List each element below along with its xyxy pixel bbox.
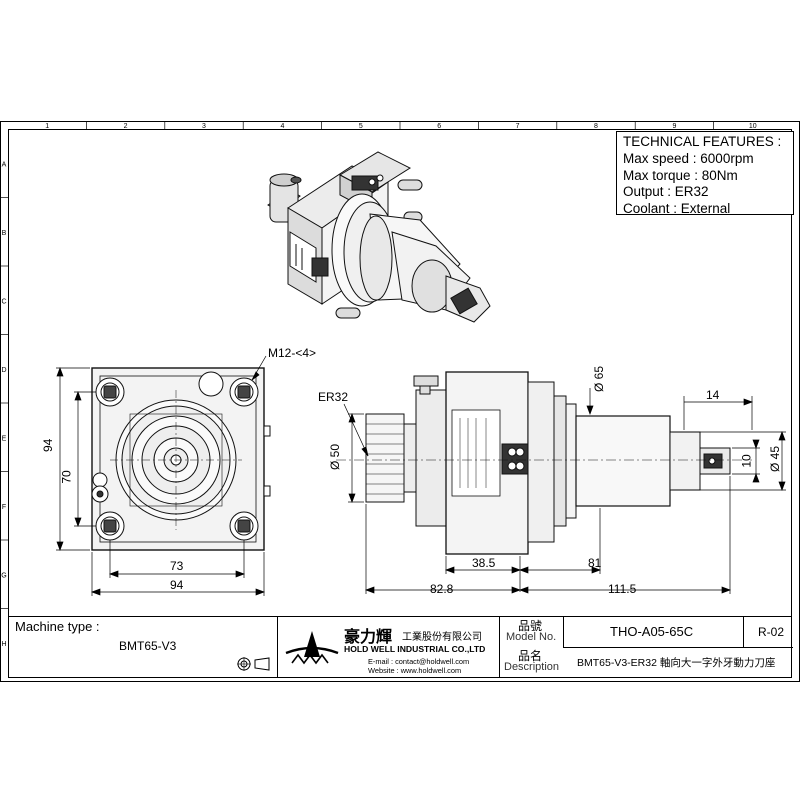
grid-row-label: E bbox=[2, 435, 7, 442]
title-block: Machine type : BMT65-V3 豪力輝 工業股份有限公司 HOL… bbox=[8, 616, 793, 678]
grid-row-label: D bbox=[1, 367, 6, 374]
dim-111-5: 111.5 bbox=[608, 582, 637, 596]
description-cell: BMT65-V3-ER32 軸向大一字外牙動力刀座 bbox=[563, 647, 793, 677]
collet-label: ER32 bbox=[318, 390, 349, 404]
revision: R-02 bbox=[758, 625, 785, 639]
grid-row-label: A bbox=[2, 161, 7, 168]
grid-row-label: F bbox=[2, 504, 6, 511]
dim-10: 10 bbox=[739, 454, 754, 468]
model-number: THO-A05-65C bbox=[610, 624, 694, 639]
grid-column-label: 10 bbox=[749, 123, 757, 130]
description: BMT65-V3-ER32 軸向大一字外牙動力刀座 bbox=[577, 657, 776, 669]
company-website: Website : www.holdwell.com bbox=[368, 666, 462, 675]
machine-type-value: BMT65-V3 bbox=[119, 639, 177, 653]
front-view bbox=[91, 367, 271, 551]
dim-14: 14 bbox=[706, 388, 720, 402]
grid-column-marks: 1 2 3 4 5 6 7 8 9 10 bbox=[45, 121, 757, 130]
grid-column-label: 8 bbox=[594, 123, 598, 130]
machine-type-label: Machine type : bbox=[15, 619, 100, 634]
dim-94-horizontal: 94 bbox=[170, 578, 184, 592]
grid-column-label: 2 bbox=[124, 123, 128, 130]
dim-38-5: 38.5 bbox=[472, 556, 496, 570]
grid-row-label: B bbox=[2, 230, 7, 237]
dim-73: 73 bbox=[170, 559, 184, 573]
grid-column-label: 9 bbox=[672, 123, 676, 130]
grid-row-label: H bbox=[1, 641, 6, 648]
front-view-dimensions bbox=[56, 355, 267, 596]
company-name-cn-suffix: 工業股份有限公司 bbox=[402, 632, 482, 643]
dim-81: 81 bbox=[588, 556, 602, 570]
isometric-view bbox=[267, 151, 491, 323]
grid-column-label: 6 bbox=[437, 123, 441, 130]
grid-row-marks: A B C D E F G H bbox=[0, 161, 8, 648]
grid-column-label: 7 bbox=[516, 123, 520, 130]
dim-94-vertical: 94 bbox=[41, 438, 55, 452]
side-view-dimensions bbox=[343, 388, 786, 594]
company-name-en: HOLD WELL INDUSTRIAL CO.,LTD bbox=[344, 644, 486, 654]
model-label-cn: 品號 bbox=[518, 619, 543, 633]
dim-dia-65: Ø 65 bbox=[592, 365, 607, 393]
feature-coolant: Coolant : External bbox=[623, 201, 731, 217]
company-cell: 豪力輝 工業股份有限公司 HOLD WELL INDUSTRIAL CO.,LT… bbox=[277, 617, 499, 677]
grid-column-label: 5 bbox=[359, 123, 363, 130]
dim-70: 70 bbox=[59, 470, 74, 484]
projection-symbol-icon bbox=[237, 657, 277, 671]
feature-max-torque: Max torque : 80Nm bbox=[623, 167, 738, 183]
desc-label-cn: 品名 bbox=[518, 649, 543, 663]
technical-features-heading: TECHNICAL FEATURES : bbox=[623, 134, 782, 149]
grid-row-label: G bbox=[1, 572, 6, 579]
company-email: E-mail : contact@holdwell.com bbox=[368, 657, 470, 666]
grid-column-label: 3 bbox=[202, 123, 206, 130]
feature-max-speed: Max speed : 6000rpm bbox=[623, 150, 754, 166]
thread-callout: M12-<4> bbox=[268, 346, 317, 360]
model-label-en: Model No. bbox=[506, 631, 557, 643]
label-column: 品號 Model No. 品名 Description bbox=[499, 617, 563, 677]
dim-dia-50: Ø 50 bbox=[328, 443, 343, 471]
company-logo-icon bbox=[284, 627, 340, 667]
company-name-cn: 豪力輝 bbox=[344, 629, 393, 646]
model-number-cell: THO-A05-65C bbox=[563, 617, 743, 647]
grid-row-label: C bbox=[1, 298, 6, 305]
desc-label-en: Description bbox=[504, 661, 560, 673]
grid-column-label: 4 bbox=[280, 123, 284, 130]
dim-dia-45: Ø 45 bbox=[768, 445, 783, 473]
grid-column-label: 1 bbox=[45, 123, 49, 130]
feature-output: Output : ER32 bbox=[623, 184, 709, 200]
side-view bbox=[336, 371, 752, 555]
dim-82-8: 82.8 bbox=[430, 582, 454, 596]
technical-features-box: TECHNICAL FEATURES : Max speed : 6000rpm… bbox=[616, 131, 794, 217]
revision-cell: R-02 bbox=[743, 617, 793, 647]
